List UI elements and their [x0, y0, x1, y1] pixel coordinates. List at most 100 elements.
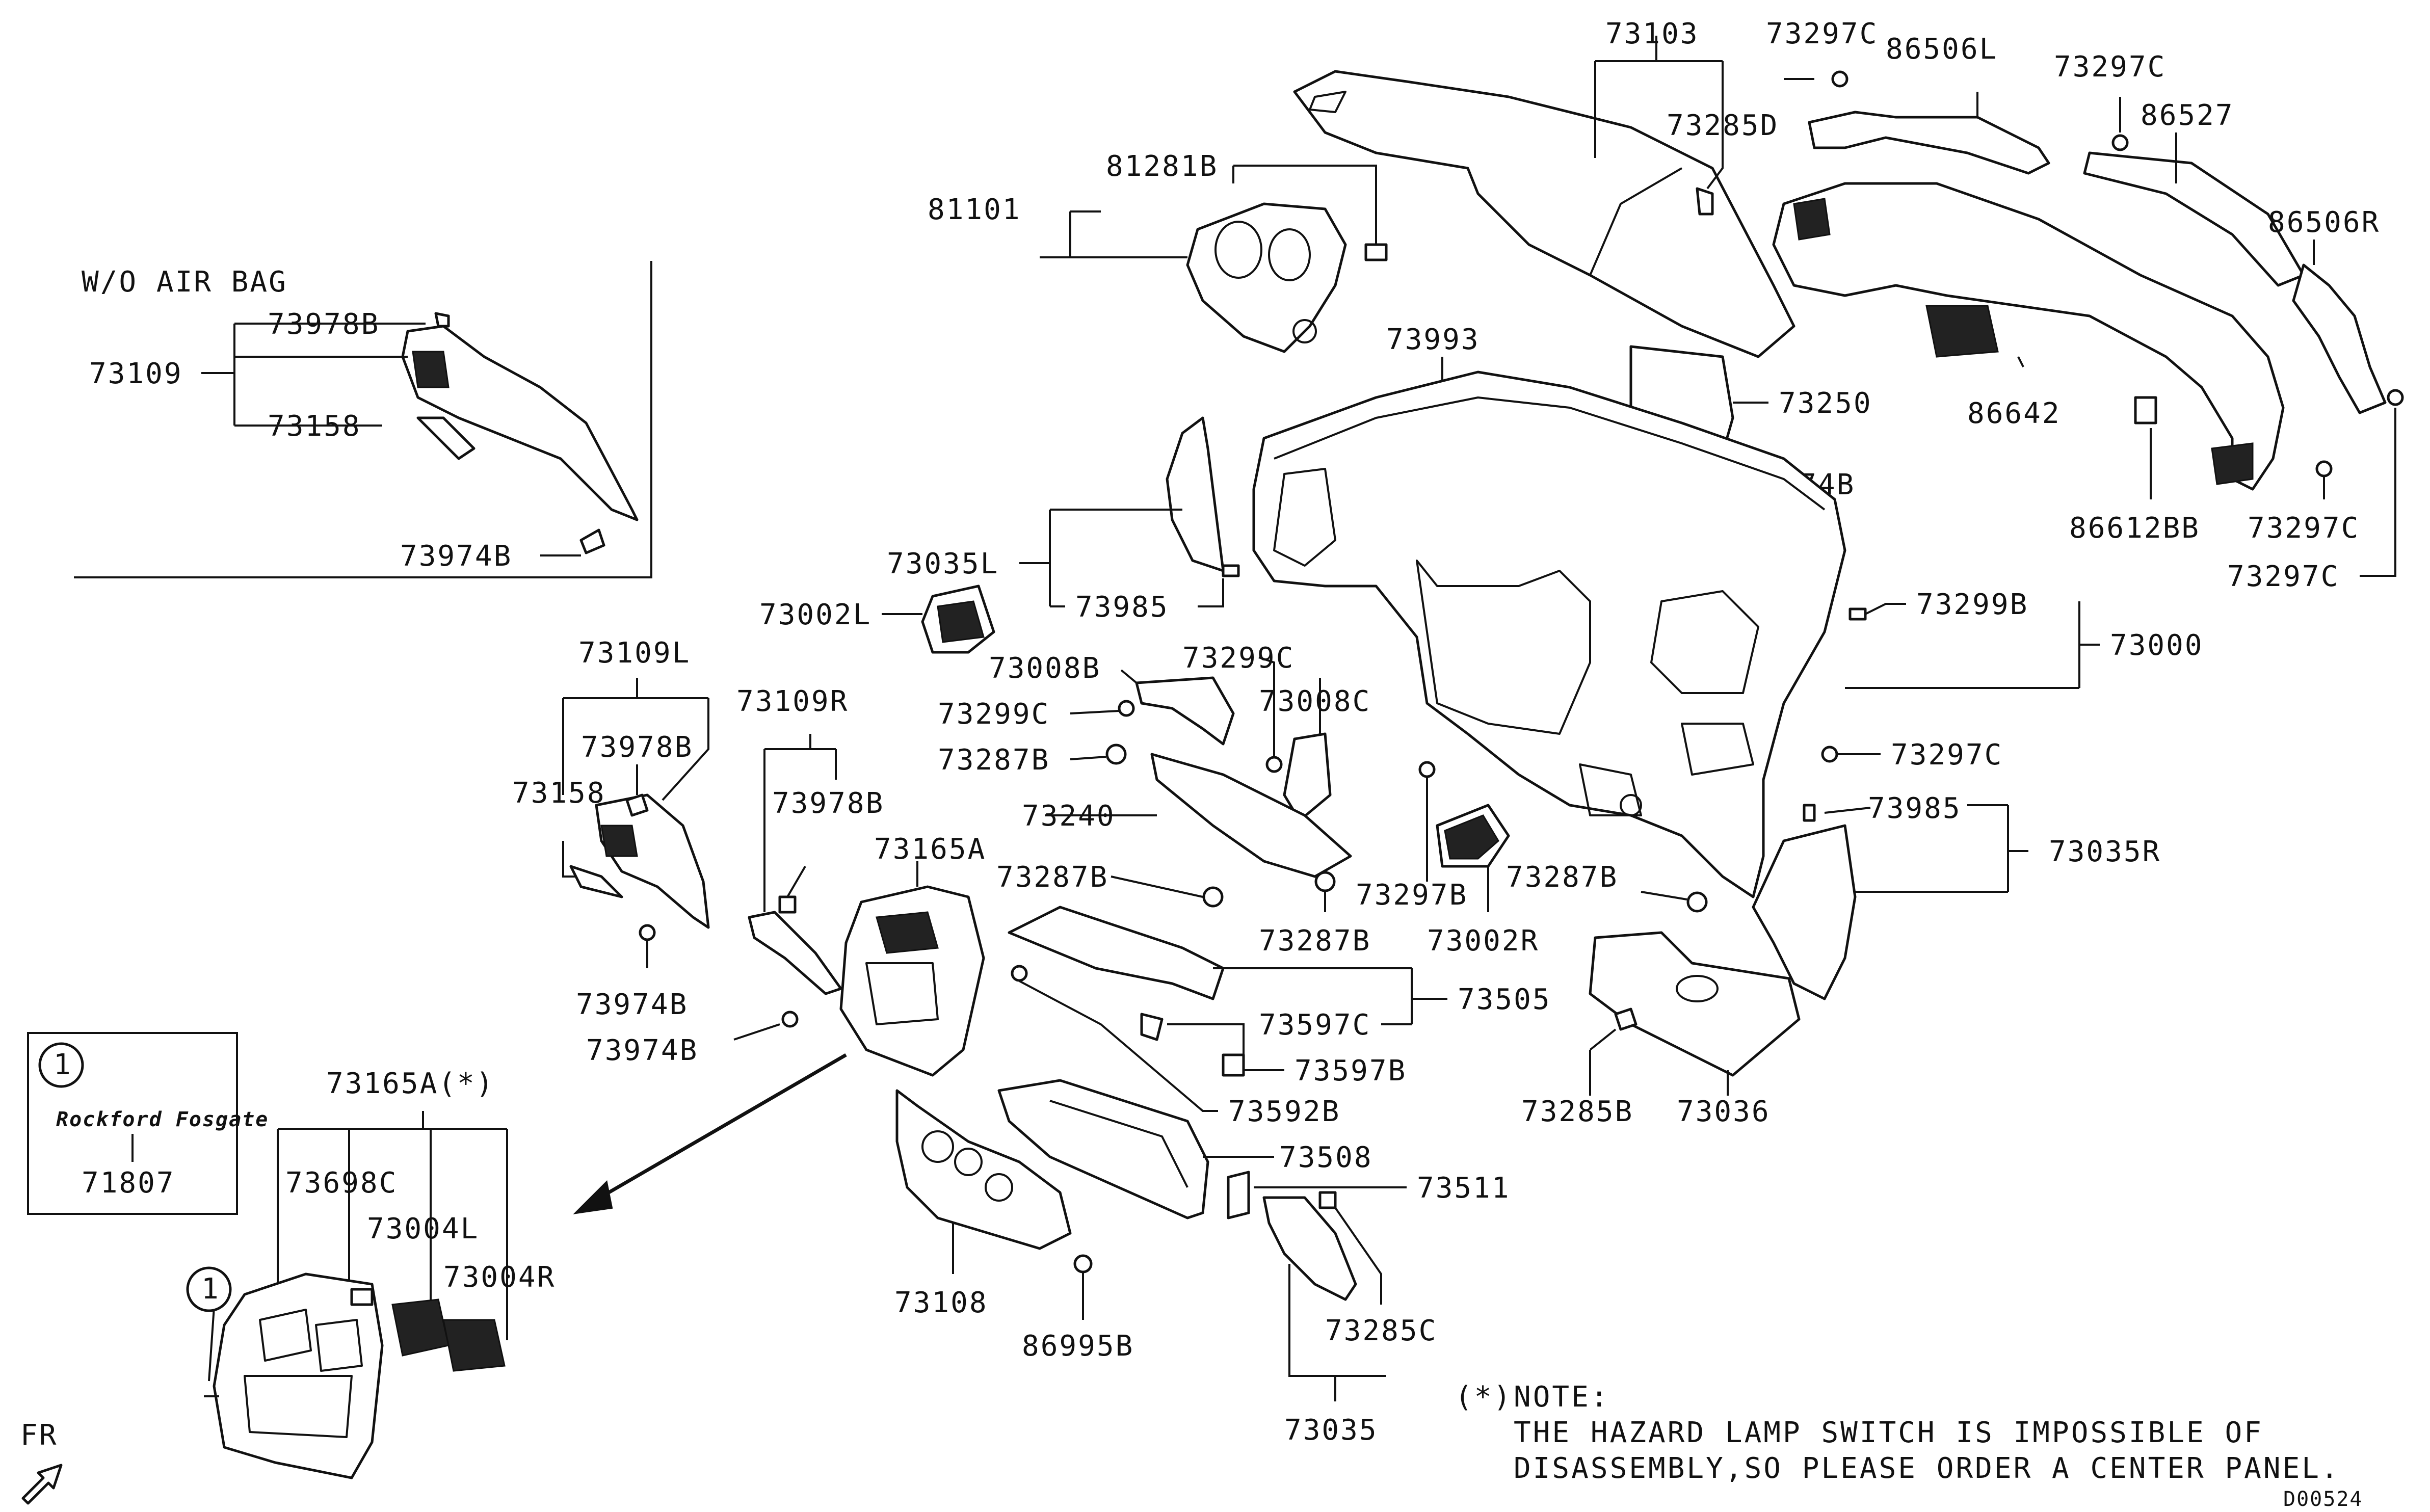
inset-without-airbag: W/O AIR BAG 73978B 73109 73158 73974B — [74, 261, 652, 578]
clip-73285d — [1696, 187, 1714, 216]
hood-hole — [1292, 319, 1317, 343]
label-73974b-a: 73974B — [576, 988, 688, 1021]
label-73978b-b: 73978B — [772, 787, 884, 820]
label-73974b-b: 73974B — [586, 1034, 698, 1067]
vent-73002l — [882, 585, 995, 654]
bracket-73008b — [1135, 676, 1235, 746]
clip-73299c-1 — [1118, 700, 1135, 717]
vent-73004r — [442, 1319, 506, 1372]
dash-vent-l — [1273, 468, 1336, 567]
callout-1b: 1 — [201, 1272, 220, 1306]
tray-73505 — [1008, 906, 1447, 1112]
label-73004r: 73004R — [443, 1261, 556, 1294]
label-73002l: 73002L — [759, 598, 871, 631]
upper-panel-group — [1293, 36, 1795, 358]
label-86506l: 86506L — [1886, 33, 1998, 66]
label-86995b: 86995B — [1022, 1330, 1134, 1363]
panel-opening — [1309, 91, 1346, 113]
label-73511: 73511 — [1417, 1172, 1511, 1205]
label-73008b: 73008B — [989, 652, 1101, 685]
screw-73297c-r1 — [2315, 460, 2333, 478]
label-73505: 73505 — [1458, 983, 1551, 1016]
dash-opening-r — [1650, 590, 1759, 694]
screw-73297b — [1418, 761, 1436, 778]
label-73158-a: 73158 — [512, 777, 606, 810]
screw-73297c-r2 — [2387, 389, 2404, 406]
center-panel-73165a — [839, 861, 985, 1077]
clip-73299b — [1848, 607, 1867, 621]
under-cover-73036 — [1589, 931, 1801, 1096]
screw-73287b-3 — [1314, 871, 1336, 892]
label-73993: 73993 — [1386, 323, 1480, 356]
screw-73974b-a — [639, 924, 656, 941]
clip-73985-l — [1222, 564, 1240, 577]
diagram-code: D00524 — [2283, 1488, 2363, 1511]
label-73035l: 73035L — [887, 547, 999, 580]
label-73297c-top: 73297C — [1766, 17, 1878, 50]
label-86506r: 86506R — [2268, 206, 2380, 239]
label-73978b-a: 73978B — [581, 731, 693, 764]
label-86612bb: 86612BB — [2069, 512, 2200, 545]
note-line-2: DISASSEMBLY,SO PLEASE ORDER A CENTER PAN… — [1514, 1452, 2340, 1485]
label-73297b: 73297B — [1356, 879, 1468, 912]
label-73285d: 73285D — [1667, 109, 1779, 142]
trim-plate-73158 — [416, 416, 476, 460]
callout-1-detail: 1 — [186, 1266, 232, 1312]
label-73285b: 73285B — [1521, 1095, 1633, 1128]
label-73165a-star: 73165A(*) — [326, 1067, 494, 1100]
clip-73285c — [1318, 1191, 1337, 1209]
label-73036: 73036 — [1677, 1095, 1771, 1128]
label-73287b-4: 73287B — [1506, 861, 1618, 894]
clip-81281b — [1364, 243, 1388, 261]
vent-73002r — [1436, 804, 1510, 912]
front-label: FR — [20, 1419, 58, 1452]
label-81101: 81101 — [928, 193, 1021, 226]
clip-86612bb — [2134, 396, 2157, 425]
side-cover-73035l — [1019, 416, 1240, 607]
side-trim-73109r — [733, 734, 842, 1041]
inset-title: W/O AIR BAG — [82, 266, 287, 299]
screw-73287b-1 — [1105, 744, 1127, 765]
label-73035r: 73035R — [2049, 835, 2161, 868]
label-73592b: 73592B — [1228, 1095, 1340, 1128]
label-73287b-3: 73287B — [1259, 924, 1371, 958]
screw-73287b-2 — [1202, 886, 1224, 908]
note-marker: (*) — [1455, 1381, 1513, 1414]
label-73108: 73108 — [894, 1286, 988, 1319]
screw-73974b-b — [781, 1011, 799, 1028]
main-dashboard-73000 — [1252, 370, 2100, 898]
detail-center-panel — [204, 1111, 508, 1479]
label-73978b-w: 73978B — [268, 308, 380, 341]
screw-73297c-top — [1784, 70, 1848, 88]
screw-73297c-5 — [1821, 746, 1838, 763]
label-73250: 73250 — [1779, 387, 1872, 420]
label-73285c: 73285C — [1325, 1314, 1437, 1347]
upper-panel-73103 — [1293, 70, 1795, 358]
screw-86995b — [1073, 1254, 1093, 1274]
meter-hood-81101 — [1186, 202, 1347, 353]
clip-73299c-2 — [1265, 756, 1283, 773]
label-73035: 73035 — [1284, 1414, 1378, 1447]
lower-center-73108 — [895, 1089, 1093, 1320]
label-73297c-4: 73297C — [2227, 560, 2339, 593]
label-73985-r: 73985 — [1868, 792, 1962, 825]
front-indicator: FR — [20, 1419, 63, 1505]
duct-outlet-l — [1793, 198, 1831, 241]
dash-vent-r — [1681, 723, 1754, 776]
inset-border — [74, 261, 652, 578]
label-81281b: 81281B — [1106, 150, 1218, 183]
label-73287b-1: 73287B — [938, 744, 1050, 777]
clip-73985-r — [1803, 804, 1816, 822]
duct-main-86642 — [1772, 182, 2285, 491]
clip-73698c — [350, 1288, 374, 1306]
gauge-r — [1268, 228, 1311, 281]
label-73297c-3: 73297C — [2248, 512, 2360, 545]
label-73109r: 73109R — [736, 685, 849, 718]
side-trim-73109l — [562, 678, 710, 968]
label-73109l: 73109L — [578, 636, 691, 670]
striker-73511 — [1227, 1171, 1250, 1219]
callout-1a: 1 — [54, 1048, 72, 1081]
label-73297c-5: 73297C — [1891, 738, 2003, 772]
clip-73978b-a — [625, 793, 649, 817]
label-73299c-2: 73299C — [938, 698, 1050, 731]
